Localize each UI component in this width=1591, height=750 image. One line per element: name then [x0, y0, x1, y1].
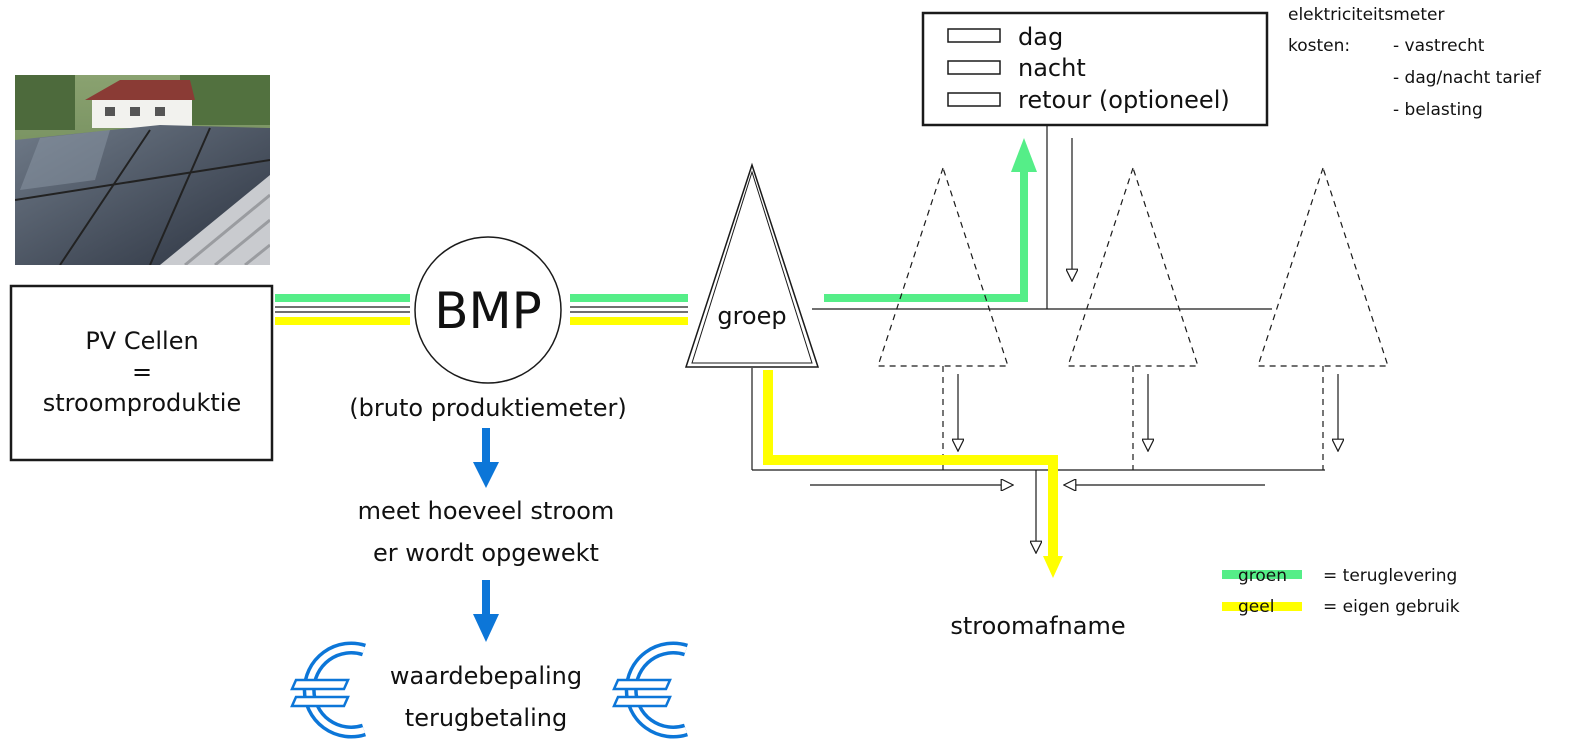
euro-icon-right	[612, 641, 688, 739]
meter-day-register	[947, 28, 1001, 43]
costs-label: kosten:	[1288, 36, 1350, 56]
green-feedin-path	[824, 168, 1028, 302]
yellow-usage-path	[763, 370, 1058, 560]
yellow-arrow-head	[1043, 556, 1063, 578]
value-text-line2: terugbetaling	[405, 704, 567, 732]
cost-item-fixed: - vastrecht	[1393, 36, 1485, 56]
cost-item-tax: - belasting	[1393, 100, 1483, 120]
legend-green-desc: = teruglevering	[1323, 566, 1457, 586]
group-triangle	[684, 162, 820, 368]
meter-row-day: dag	[1018, 23, 1063, 51]
distribution-wiring	[751, 125, 1325, 471]
green-arrow-head	[1011, 138, 1037, 172]
solar-roof-photo	[15, 75, 270, 265]
dashed-group-2	[877, 166, 1009, 367]
meter-return-register	[947, 92, 1001, 107]
legend-green-swatch	[1222, 570, 1302, 579]
flow-arrows	[810, 138, 1338, 552]
dashed-group-3	[1067, 166, 1199, 367]
meter-row-night: nacht	[1018, 54, 1086, 82]
bmp-meter-circle	[414, 236, 562, 384]
blue-arrow-down-2	[473, 580, 499, 642]
pv-equals-sign: =	[132, 358, 152, 386]
group-label: groep	[717, 302, 786, 330]
pv-production-label: stroomproduktie	[43, 389, 241, 417]
cost-item-tariff: - dag/nacht tarief	[1393, 68, 1542, 88]
pv-bmp-connection	[275, 294, 410, 325]
meter-title: elektriciteitsmeter	[1288, 5, 1444, 25]
measure-text-line1: meet hoeveel stroom	[358, 497, 615, 525]
pv-cells-label: PV Cellen	[85, 327, 198, 355]
dashed-group-4	[1257, 166, 1389, 367]
output-label: stroomafname	[950, 612, 1125, 640]
legend-green-word: groen	[1238, 566, 1287, 586]
measure-text-line2: er wordt opgewekt	[373, 539, 599, 567]
bmp-group-connection	[570, 294, 688, 325]
legend-yellow-swatch	[1222, 602, 1302, 611]
legend-yellow-desc: = eigen gebruik	[1323, 597, 1460, 617]
meter-row-return: retour (optioneel)	[1018, 86, 1230, 114]
pv-cells-box	[9, 284, 274, 462]
bmp-label: BMP	[434, 282, 542, 340]
blue-arrow-down-1	[473, 428, 499, 488]
dashed-wiring	[942, 366, 1324, 470]
meter-night-register	[947, 60, 1001, 75]
euro-icon-left	[290, 641, 366, 739]
legend-yellow-word: geel	[1238, 597, 1274, 617]
bmp-caption: (bruto produktiemeter)	[349, 394, 626, 422]
value-text-line1: waardebepaling	[390, 662, 582, 690]
legend: groen = teruglevering geel = eigen gebru…	[1222, 566, 1460, 617]
